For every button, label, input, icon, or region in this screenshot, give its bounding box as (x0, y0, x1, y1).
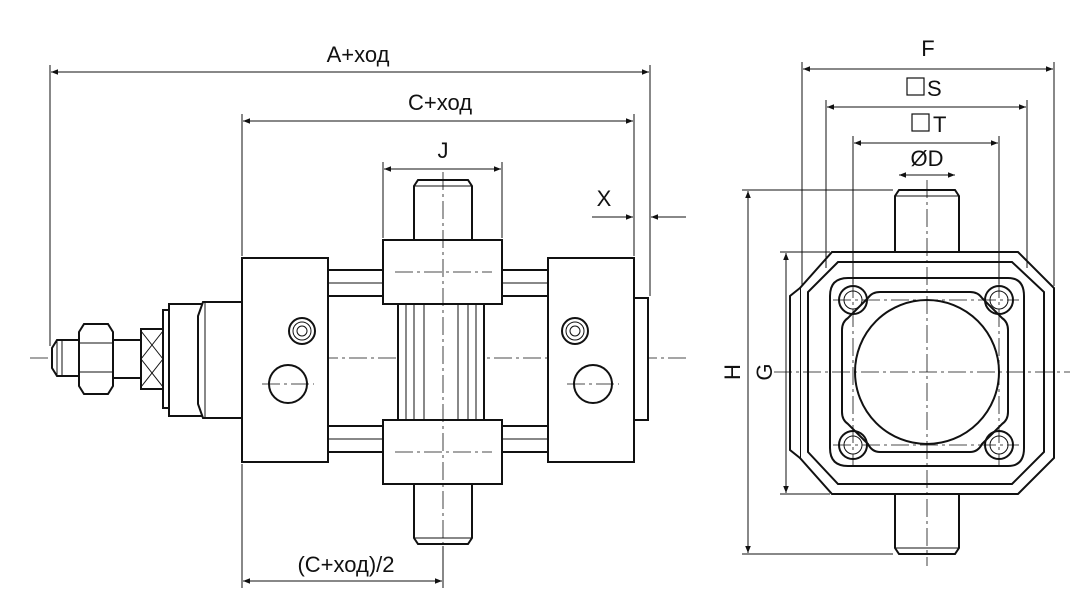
front-view: F S T ØD H G (720, 36, 1070, 566)
label-h: H (720, 364, 745, 380)
dim-j (382, 162, 503, 238)
label-t: T (933, 112, 946, 137)
dim-g (780, 251, 830, 495)
dim-h (742, 189, 893, 555)
dim-s (825, 100, 1028, 268)
label-g: G (752, 363, 777, 380)
side-view: A+ход C+ход J X (C+ход)/2 (30, 42, 688, 588)
rod-end (51, 301, 243, 419)
label-c-stroke: C+ход (408, 90, 472, 115)
trunnion-shaft (382, 172, 503, 552)
left-end-plate (241, 257, 329, 463)
label-x: X (597, 186, 612, 211)
dim-half-c-stroke (241, 464, 444, 588)
right-end-plate (547, 257, 649, 463)
label-a-stroke: A+ход (327, 42, 390, 67)
dim-f (801, 62, 1055, 286)
dim-c-stroke (241, 114, 635, 256)
label-d: ØD (911, 146, 944, 171)
square-symbol-icon (911, 113, 930, 132)
dim-a-stroke (49, 65, 651, 346)
label-s: S (927, 76, 942, 101)
square-symbol-icon (906, 77, 925, 96)
label-j: J (438, 138, 449, 163)
label-f: F (921, 36, 934, 61)
dim-t (852, 136, 1000, 284)
label-half-c-stroke: (C+ход)/2 (297, 552, 394, 577)
